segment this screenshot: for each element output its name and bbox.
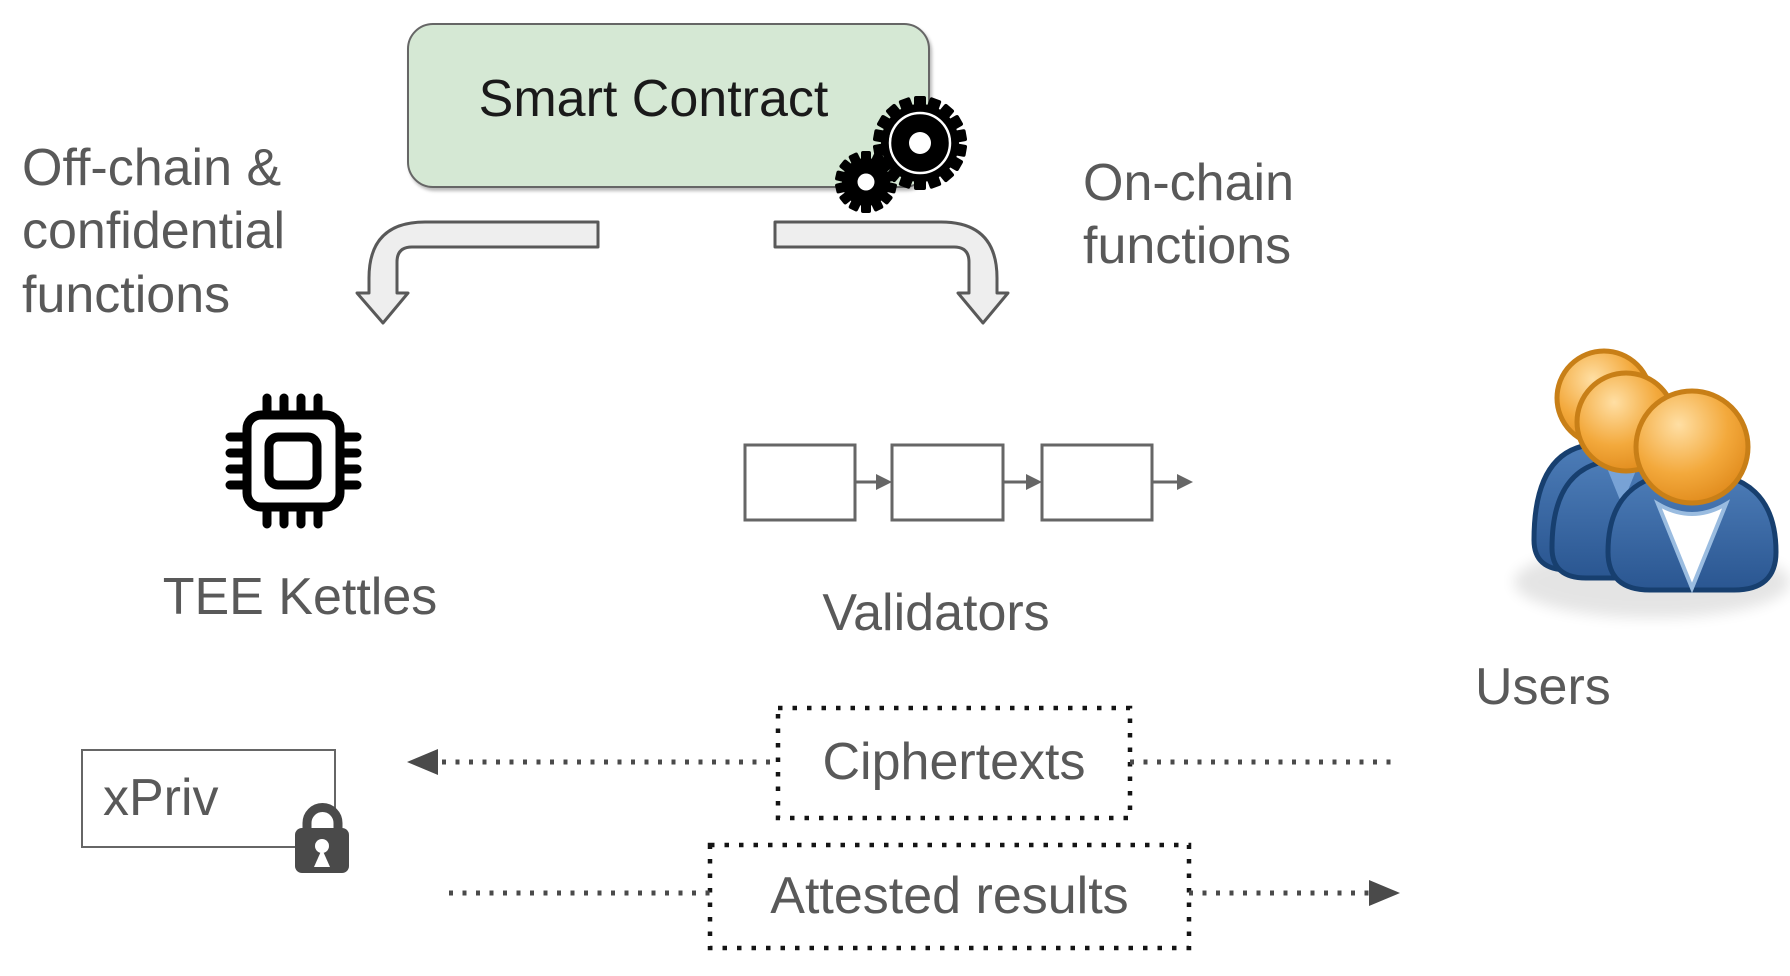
users-label: Users — [1475, 658, 1611, 716]
attested-results-label: Attested results — [770, 866, 1129, 925]
cpu-chip-icon — [225, 393, 362, 529]
gears-icon — [835, 96, 968, 213]
offchain-elbow-arrow — [355, 220, 600, 325]
ciphertexts-label: Ciphertexts — [822, 733, 1086, 792]
offchain-functions-label: Off-chain & confidential functions — [22, 139, 286, 324]
users-icon — [1514, 348, 1790, 618]
xpriv-label: xPriv — [103, 768, 219, 827]
smart-contract-node — [407, 23, 930, 188]
tee-kettles-label: TEE Kettles — [162, 568, 438, 626]
attested-arrowhead-right — [1369, 880, 1400, 906]
padlock-icon — [295, 803, 349, 873]
onchain-functions-label: On-chain functions — [1083, 154, 1294, 276]
onchain-elbow-arrow — [773, 220, 1010, 325]
validators-label: Validators — [822, 584, 1050, 642]
smart-contract-label: Smart Contract — [478, 69, 829, 128]
xpriv-node — [81, 749, 336, 848]
ciphertexts-arrowhead-left — [407, 749, 438, 775]
blockchain-blocks-icon — [743, 443, 1193, 522]
